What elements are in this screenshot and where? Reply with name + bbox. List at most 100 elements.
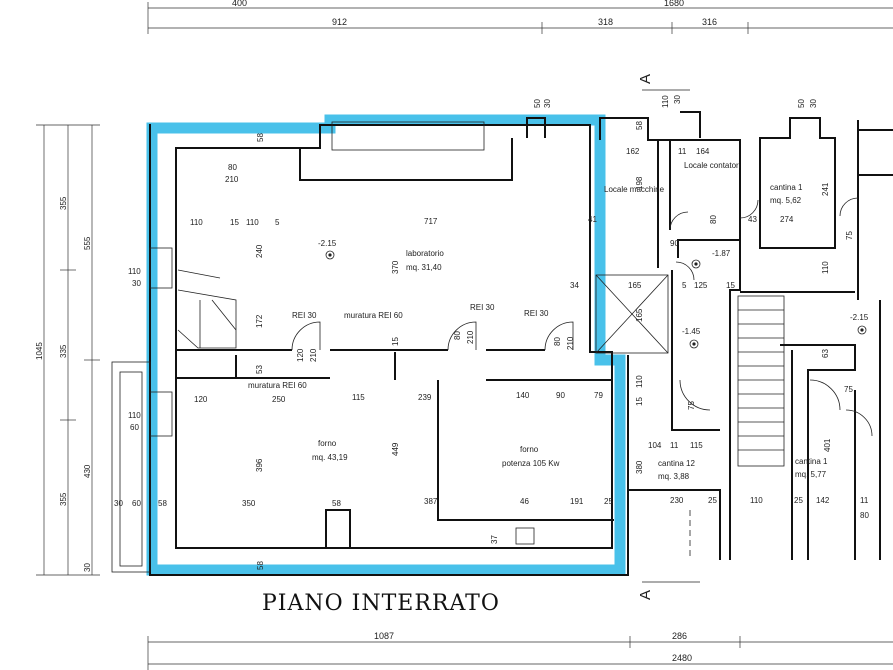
section-markers: A A (637, 74, 654, 600)
dim-top-912: 912 (332, 17, 347, 27)
dim-191: 191 (570, 497, 584, 506)
dim-75: 75 (687, 401, 696, 410)
inner-dimensions: 58 80 210 110 15 110 5 717 41 240 370 11… (114, 95, 869, 570)
dim-bottom-1087: 1087 (374, 631, 394, 641)
room-labels: laboratorio mq. 31,40 forno mq. 43,19 fo… (312, 161, 828, 481)
dim-60-balcony: 60 (132, 499, 141, 508)
dim-53: 53 (255, 365, 264, 374)
dim-396: 396 (255, 458, 264, 472)
dim-79: 79 (594, 391, 603, 400)
dim-11-b: 11 (670, 441, 679, 450)
dim-60-win2: 60 (130, 423, 139, 432)
dim-115: 115 (352, 393, 365, 402)
dim-164: 164 (696, 147, 710, 156)
dim-165-a: 165 (628, 281, 642, 290)
room-locale-macchine: Locale macchine (604, 185, 665, 194)
dim-80-c: 80 (553, 337, 562, 346)
dim-125: 125 (694, 281, 708, 290)
dim-120-b: 120 (194, 395, 208, 404)
dim-241: 241 (821, 182, 830, 196)
dim-250: 250 (272, 395, 286, 404)
dim-165-b: 165 (635, 308, 644, 322)
dim-5-b: 5 (682, 281, 687, 290)
dim-110-a: 110 (190, 218, 203, 227)
dim-50-right: 50 (797, 99, 806, 108)
dim-left-1045: 1045 (35, 342, 44, 360)
dim-top-1680: 1680 (664, 0, 684, 8)
dim-30-balcony: 30 (114, 499, 123, 508)
note-rei30-b: REI 30 (470, 303, 495, 312)
wall-notes: muratura REI 60 muratura REI 60 REI 30 R… (248, 303, 549, 390)
level-right: -2.15 (850, 313, 869, 322)
dim-15-b: 15 (391, 337, 400, 346)
dim-left-335: 335 (59, 344, 68, 358)
dim-58-bottom: 58 (256, 561, 265, 570)
dim-387: 387 (424, 497, 438, 506)
section-marker-bottom: A (637, 590, 654, 600)
dim-162: 162 (626, 147, 640, 156)
dim-380: 380 (635, 460, 644, 474)
bottom-dimension-lines: 1087 286 2480 (147, 631, 893, 670)
dim-bottom-2480: 2480 (672, 653, 692, 663)
dim-37: 37 (490, 535, 499, 544)
level-landing: -1.45 (682, 327, 701, 336)
dim-left-355a: 355 (59, 196, 68, 210)
dim-210-c: 210 (466, 330, 475, 344)
dim-198: 198 (635, 176, 644, 190)
dim-25-c: 25 (794, 496, 803, 505)
dim-left-430: 430 (83, 464, 92, 478)
dim-80-e: 80 (860, 511, 869, 520)
dim-717: 717 (424, 217, 438, 226)
dim-41: 41 (588, 215, 597, 224)
dim-370: 370 (391, 260, 400, 274)
dim-350: 350 (242, 499, 256, 508)
dim-63: 63 (821, 349, 830, 358)
dim-142: 142 (816, 496, 830, 505)
room-cantina12-area: mq. 3,88 (658, 472, 690, 481)
dim-75-b: 75 (845, 231, 854, 240)
dim-30-win: 30 (132, 279, 141, 288)
dim-90: 90 (556, 391, 565, 400)
dim-top-318: 318 (598, 17, 613, 27)
dim-110-b: 110 (246, 218, 259, 227)
dim-30-top: 30 (673, 95, 682, 104)
dim-240: 240 (255, 244, 264, 258)
dim-210: 210 (225, 175, 239, 184)
dim-58-b: 58 (332, 499, 341, 508)
dim-15-c: 15 (726, 281, 735, 290)
room-cantina1b-name: cantina 1 (795, 457, 828, 466)
dim-25-b: 25 (708, 496, 717, 505)
dim-230: 230 (670, 496, 684, 505)
dim-172: 172 (255, 314, 264, 328)
dim-80: 80 (228, 163, 237, 172)
dim-210-b: 210 (309, 348, 318, 362)
room-forno-left-area: mq. 43,19 (312, 453, 348, 462)
door-swings (291, 197, 873, 437)
dim-210-d: 210 (566, 336, 575, 350)
top-dimension-lines: 400 1680 912 318 316 (147, 0, 893, 34)
dim-110-top: 110 (661, 95, 670, 108)
dim-58-top: 58 (256, 133, 265, 142)
dim-449: 449 (391, 442, 400, 456)
dim-15: 15 (230, 218, 239, 227)
highlighted-unit-outline (146, 114, 626, 576)
level-markers: -2.15 -1.87 -1.45 -2.15 (318, 239, 869, 349)
room-forno-right-name: forno (520, 445, 539, 454)
room-locale-contatori: Locale contatori (684, 161, 741, 170)
plan-title: PIANO INTERRATO (262, 591, 500, 616)
dim-30-chimney: 30 (543, 99, 552, 108)
dim-110-d: 110 (750, 496, 763, 505)
dim-30-right: 30 (809, 99, 818, 108)
dim-140: 140 (516, 391, 530, 400)
dim-110-e: 110 (821, 261, 830, 274)
room-forno-right-power: potenza 105 Kw (502, 459, 560, 468)
dim-90-b: 90 (670, 239, 679, 248)
dim-43: 43 (748, 215, 757, 224)
note-rei30-a: REI 30 (292, 311, 317, 320)
dim-58-c: 58 (158, 499, 167, 508)
dim-top-316: 316 (702, 17, 717, 27)
note-rei30-c: REI 30 (524, 309, 549, 318)
dim-110-c: 110 (635, 375, 644, 388)
left-dimension-lines: 1045 555 355 335 430 355 30 (35, 124, 100, 576)
walls-right-side (595, 89, 893, 583)
